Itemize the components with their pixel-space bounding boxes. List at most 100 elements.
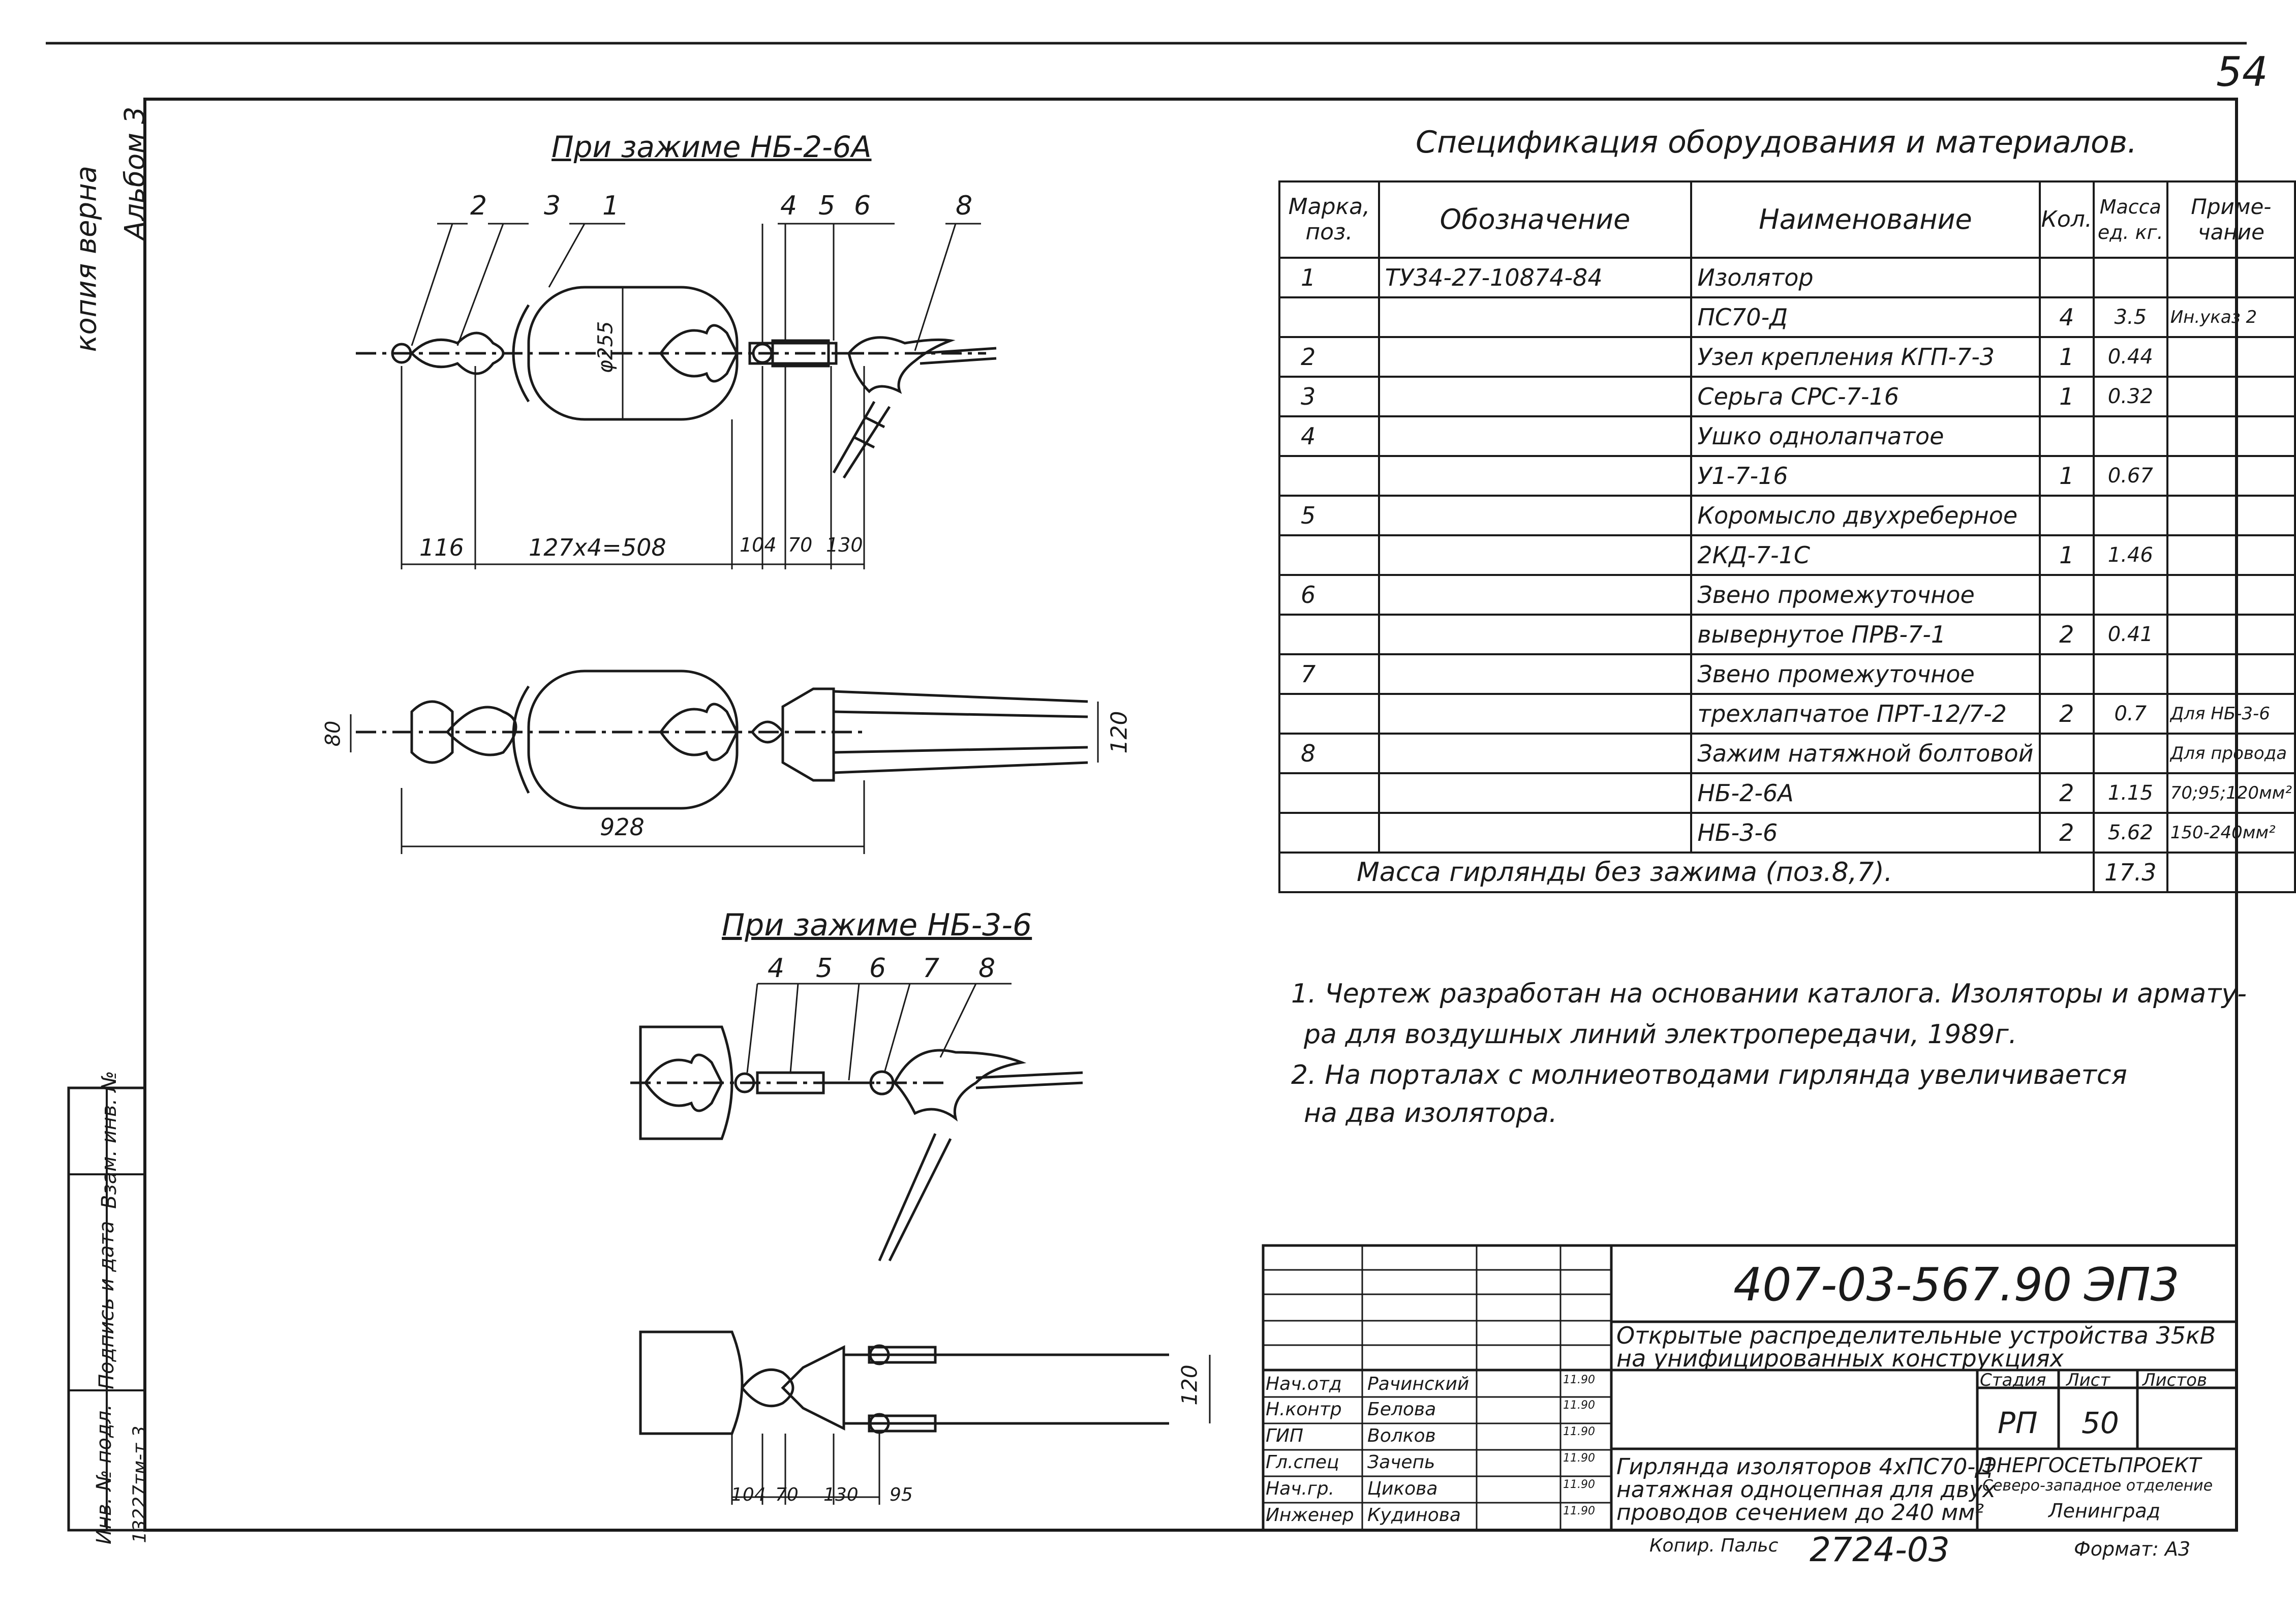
spec-cell-name: Звено промежуточное bbox=[1690, 574, 2041, 616]
callout-nb3-4: 4 bbox=[768, 953, 785, 984]
org-line-1: ЭНЕРГОСЕТЬПРОЕКТ bbox=[1982, 1454, 2201, 1477]
staff-role: Нач.гр. bbox=[1266, 1478, 1335, 1499]
spec-cell-name: Узел крепления КГП-7-3 bbox=[1690, 336, 2041, 378]
note-line-4: на два изолятора. bbox=[1304, 1098, 1557, 1129]
sheet-label: Лист bbox=[2066, 1370, 2110, 1390]
spec-cell-mass: 1.15 bbox=[2092, 772, 2168, 814]
staff-date: 11.90 bbox=[1563, 1374, 1595, 1386]
note-line-3: 2. На порталах с молниеотводами гирлянда… bbox=[1291, 1060, 2127, 1090]
spec-cell-mark bbox=[1278, 455, 1380, 497]
staff-date: 11.90 bbox=[1563, 1505, 1595, 1517]
dim-b-70: 70 bbox=[775, 1484, 799, 1505]
spec-cell-mark: 6 bbox=[1278, 574, 1380, 616]
spec-cell-name: ПС70-Д bbox=[1690, 296, 2041, 338]
format-label: Формат: А3 bbox=[2074, 1538, 2191, 1560]
view-title-nb3: При зажиме НБ-3-6 bbox=[722, 907, 1032, 943]
spec-cell-mark bbox=[1278, 614, 1380, 655]
staff-role: Н.контр bbox=[1266, 1399, 1342, 1420]
spec-cell-mark: 3 bbox=[1278, 376, 1380, 417]
staff-role: Инженер bbox=[1266, 1505, 1354, 1526]
spec-cell-note bbox=[2166, 336, 2296, 378]
spec-cell-name: Коромысло двухреберное bbox=[1690, 495, 2041, 536]
spec-cell-note bbox=[2166, 534, 2296, 576]
spec-cell-qty: 2 bbox=[2038, 693, 2095, 735]
spec-cell-designation bbox=[1377, 455, 1693, 497]
spec-cell-designation bbox=[1377, 495, 1693, 536]
spec-cell-designation bbox=[1377, 653, 1693, 695]
spec-cell-designation bbox=[1377, 614, 1693, 655]
callout-3: 3 bbox=[544, 191, 561, 221]
dim-b-130: 130 bbox=[823, 1484, 859, 1505]
callout-4: 4 bbox=[780, 191, 798, 221]
spec-cell-designation bbox=[1377, 415, 1693, 457]
spec-cell-mark: 1 bbox=[1278, 257, 1380, 298]
spec-cell-note: Для провода bbox=[2166, 733, 2296, 774]
spec-cell-mark: 7 bbox=[1278, 653, 1380, 695]
doc-code: 407-03-567.90 bbox=[1733, 1258, 2072, 1312]
spec-cell-mark: 5 bbox=[1278, 495, 1380, 536]
header-mark: Марка, поз. bbox=[1278, 180, 1380, 259]
spec-cell-mark bbox=[1278, 772, 1380, 814]
spec-cell-note: Для НБ-3-6 bbox=[2166, 693, 2296, 735]
staff-name: Зачепь bbox=[1367, 1452, 1435, 1473]
doc-mark: ЭП3 bbox=[2084, 1258, 2180, 1312]
staff-date: 11.90 bbox=[1563, 1399, 1595, 1412]
callout-nb3-8: 8 bbox=[978, 953, 996, 984]
drawing-line-2: натяжная одноцепная для двух bbox=[1616, 1477, 1996, 1503]
spec-title: Спецификация оборудования и материалов. bbox=[1416, 125, 2137, 160]
spec-cell-qty bbox=[2038, 257, 2095, 298]
callout-2: 2 bbox=[470, 191, 487, 221]
drawing-line-3: проводов сечением до 240 мм² bbox=[1616, 1500, 1984, 1526]
spec-cell-mass: 0.67 bbox=[2092, 455, 2168, 497]
spec-cell-designation bbox=[1377, 574, 1693, 616]
staff-name: Белова bbox=[1367, 1399, 1436, 1420]
header-note: Приме-чание bbox=[2166, 180, 2296, 259]
header-qty: Кол. bbox=[2038, 180, 2095, 259]
copy-number: 2724-03 bbox=[1810, 1530, 1950, 1569]
spec-cell-mass bbox=[2092, 415, 2168, 457]
spec-cell-mass bbox=[2092, 257, 2168, 298]
header-designation: Обозначение bbox=[1377, 180, 1693, 259]
copied-label: Копир. Пальс bbox=[1649, 1535, 1779, 1556]
drawing-line-1: Гирлянда изоляторов 4хПС70-Д bbox=[1616, 1454, 1993, 1480]
spec-cell-designation bbox=[1377, 336, 1693, 378]
spec-cell-mass: 1.46 bbox=[2092, 534, 2168, 576]
spec-cell-name: Зажим натяжной болтовой bbox=[1690, 733, 2041, 774]
spec-cell-mark: 2 bbox=[1278, 336, 1380, 378]
project-line-1: Открытые распределительные устройства 35… bbox=[1616, 1322, 2216, 1349]
org-line-2: Северо-западное отделение bbox=[1982, 1477, 2213, 1495]
spec-cell-mass: 3.5 bbox=[2092, 296, 2168, 338]
spec-cell-note: Ин.указ 2 bbox=[2166, 296, 2296, 338]
staff-date: 11.90 bbox=[1563, 1478, 1595, 1491]
spec-cell-name: Ушко однолапчатое bbox=[1690, 415, 2041, 457]
spec-cell-qty bbox=[2038, 415, 2095, 457]
dim-70: 70 bbox=[788, 534, 813, 556]
staff-role: ГИП bbox=[1266, 1425, 1304, 1446]
dim-b-104: 104 bbox=[731, 1484, 766, 1505]
spec-cell-mark bbox=[1278, 693, 1380, 735]
spec-cell-mark: 4 bbox=[1278, 415, 1380, 457]
spec-row: 4 Ушко однолапчатое bbox=[1278, 415, 2296, 457]
callout-nb3-7: 7 bbox=[923, 953, 940, 984]
spec-cell-mass: 0.7 bbox=[2092, 693, 2168, 735]
staff-date: 11.90 bbox=[1563, 1452, 1595, 1465]
spec-cell-note bbox=[2166, 415, 2296, 457]
spec-cell-note bbox=[2166, 614, 2296, 655]
stage-value: РП bbox=[1998, 1406, 2038, 1440]
spec-cell-mark bbox=[1278, 812, 1380, 854]
staff-name: Рачинский bbox=[1367, 1374, 1470, 1394]
spec-cell-note bbox=[2166, 495, 2296, 536]
spec-row: 5 Коромысло двухреберное bbox=[1278, 495, 2296, 536]
spec-cell-designation bbox=[1377, 693, 1693, 735]
callout-nb3-6: 6 bbox=[869, 953, 886, 984]
org-line-3: Ленинград bbox=[2048, 1500, 2160, 1522]
callout-8: 8 bbox=[956, 191, 973, 221]
